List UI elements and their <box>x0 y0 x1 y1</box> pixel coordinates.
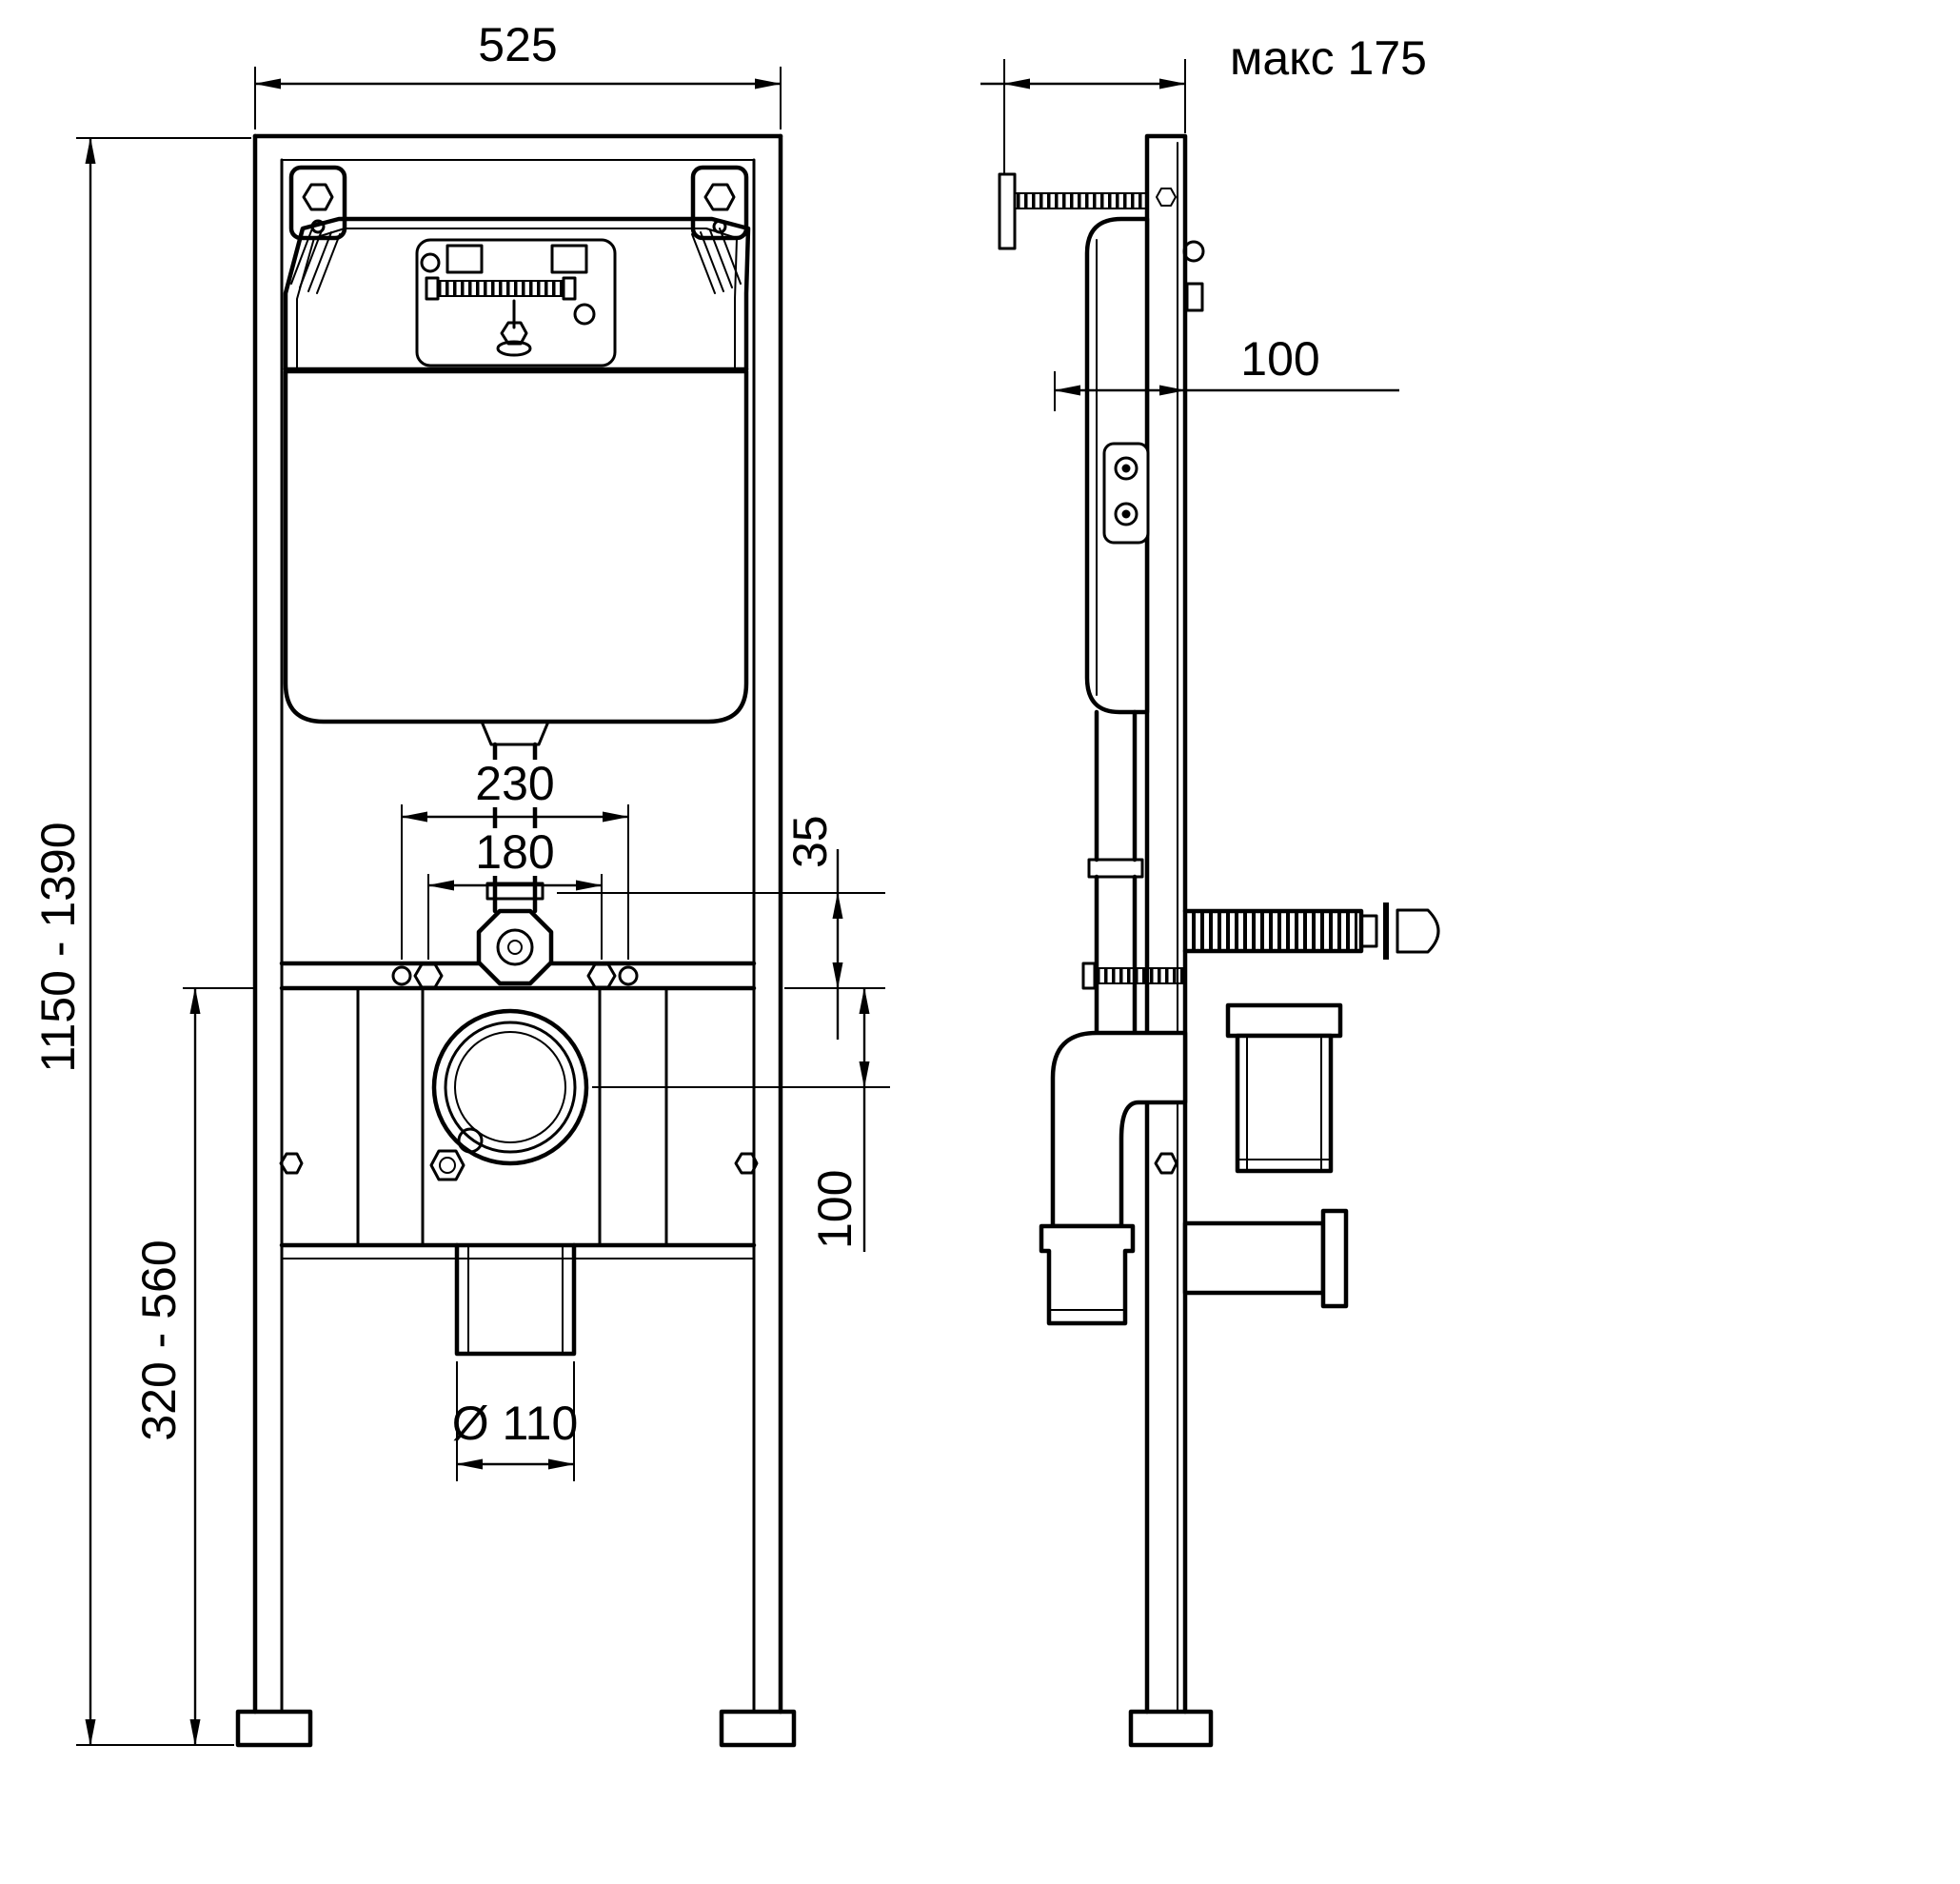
wall-anchor-lower <box>1081 962 1184 990</box>
dim-label-span-inner: 180 <box>475 825 554 879</box>
connector-flange <box>1320 1208 1349 1309</box>
dim-drain-diameter: Ø 110 <box>452 1361 579 1481</box>
fixing-nut-left <box>413 962 444 989</box>
outlet-connector <box>1182 1208 1349 1309</box>
dim-label-overall-height: 1150 - 1390 <box>31 822 85 1072</box>
fixing-points <box>391 962 639 989</box>
dim-label-body-depth: 100 <box>1240 332 1319 386</box>
cistern-tank <box>283 368 749 724</box>
waste-socket <box>1225 1002 1343 1174</box>
rail-bolt-left <box>279 1152 304 1175</box>
access-panel <box>415 238 617 387</box>
dim-fixing-span-inner: 180 <box>427 825 603 960</box>
fixation-plate <box>1102 442 1150 545</box>
flush-conduit <box>1182 240 1205 263</box>
bolt-hex-left <box>302 183 334 211</box>
bolt-hex-right <box>703 183 736 211</box>
dim-label-drain-diameter: Ø 110 <box>452 1397 579 1450</box>
dim-label-span-outer: 230 <box>475 757 554 810</box>
frame-structure <box>252 133 783 1715</box>
dim-fixing-span-outer: 230 <box>401 757 629 960</box>
dim-frame-width: 525 <box>254 18 782 129</box>
rail-bolt-right <box>734 1152 759 1175</box>
wall-anchor-top <box>998 172 1148 250</box>
dim-body-depth: 100 <box>1054 332 1399 411</box>
side-foot <box>1128 1709 1214 1748</box>
side-view: макс 175 100 <box>980 31 1440 1748</box>
fixing-nut-right <box>586 962 617 989</box>
dim-label-outlet-offset: 35 <box>783 815 837 868</box>
side-profile <box>1144 133 1188 1715</box>
profile-hole <box>1156 188 1177 207</box>
mounting-brackets <box>288 165 749 241</box>
dim-label-max-depth: макс 175 <box>1230 31 1427 85</box>
dim-outlet-offset: 35 <box>557 815 885 1040</box>
supply-cap <box>1396 908 1440 954</box>
profile-bolt <box>1154 1152 1178 1175</box>
dim-overall-height: 1150 - 1390 <box>31 137 251 1746</box>
dim-outlet-center-height: 100 <box>592 987 890 1252</box>
dim-rail-height: 320 - 560 <box>132 987 253 1746</box>
waste-elbow <box>1039 1030 1188 1326</box>
waste-outlet-circle <box>431 1008 589 1166</box>
flush-pipe-side <box>1087 709 1144 1036</box>
lower-bracing <box>279 986 759 1259</box>
elbow-socket <box>1039 1223 1136 1326</box>
water-supply-pipe <box>1182 902 1440 960</box>
dim-label-frame-width: 525 <box>478 18 557 71</box>
drain-duct <box>454 1242 577 1357</box>
dim-label-rail-height: 320 - 560 <box>132 1239 186 1440</box>
front-view: 525 1150 - 1390 320 - 560 230 180 <box>31 18 890 1748</box>
dim-max-depth: макс 175 <box>980 31 1427 173</box>
frame-feet <box>235 1709 797 1748</box>
outlet-bend-fitting <box>476 908 554 986</box>
dim-label-outlet-center-height: 100 <box>808 1170 861 1249</box>
drain-cock <box>429 1127 484 1181</box>
